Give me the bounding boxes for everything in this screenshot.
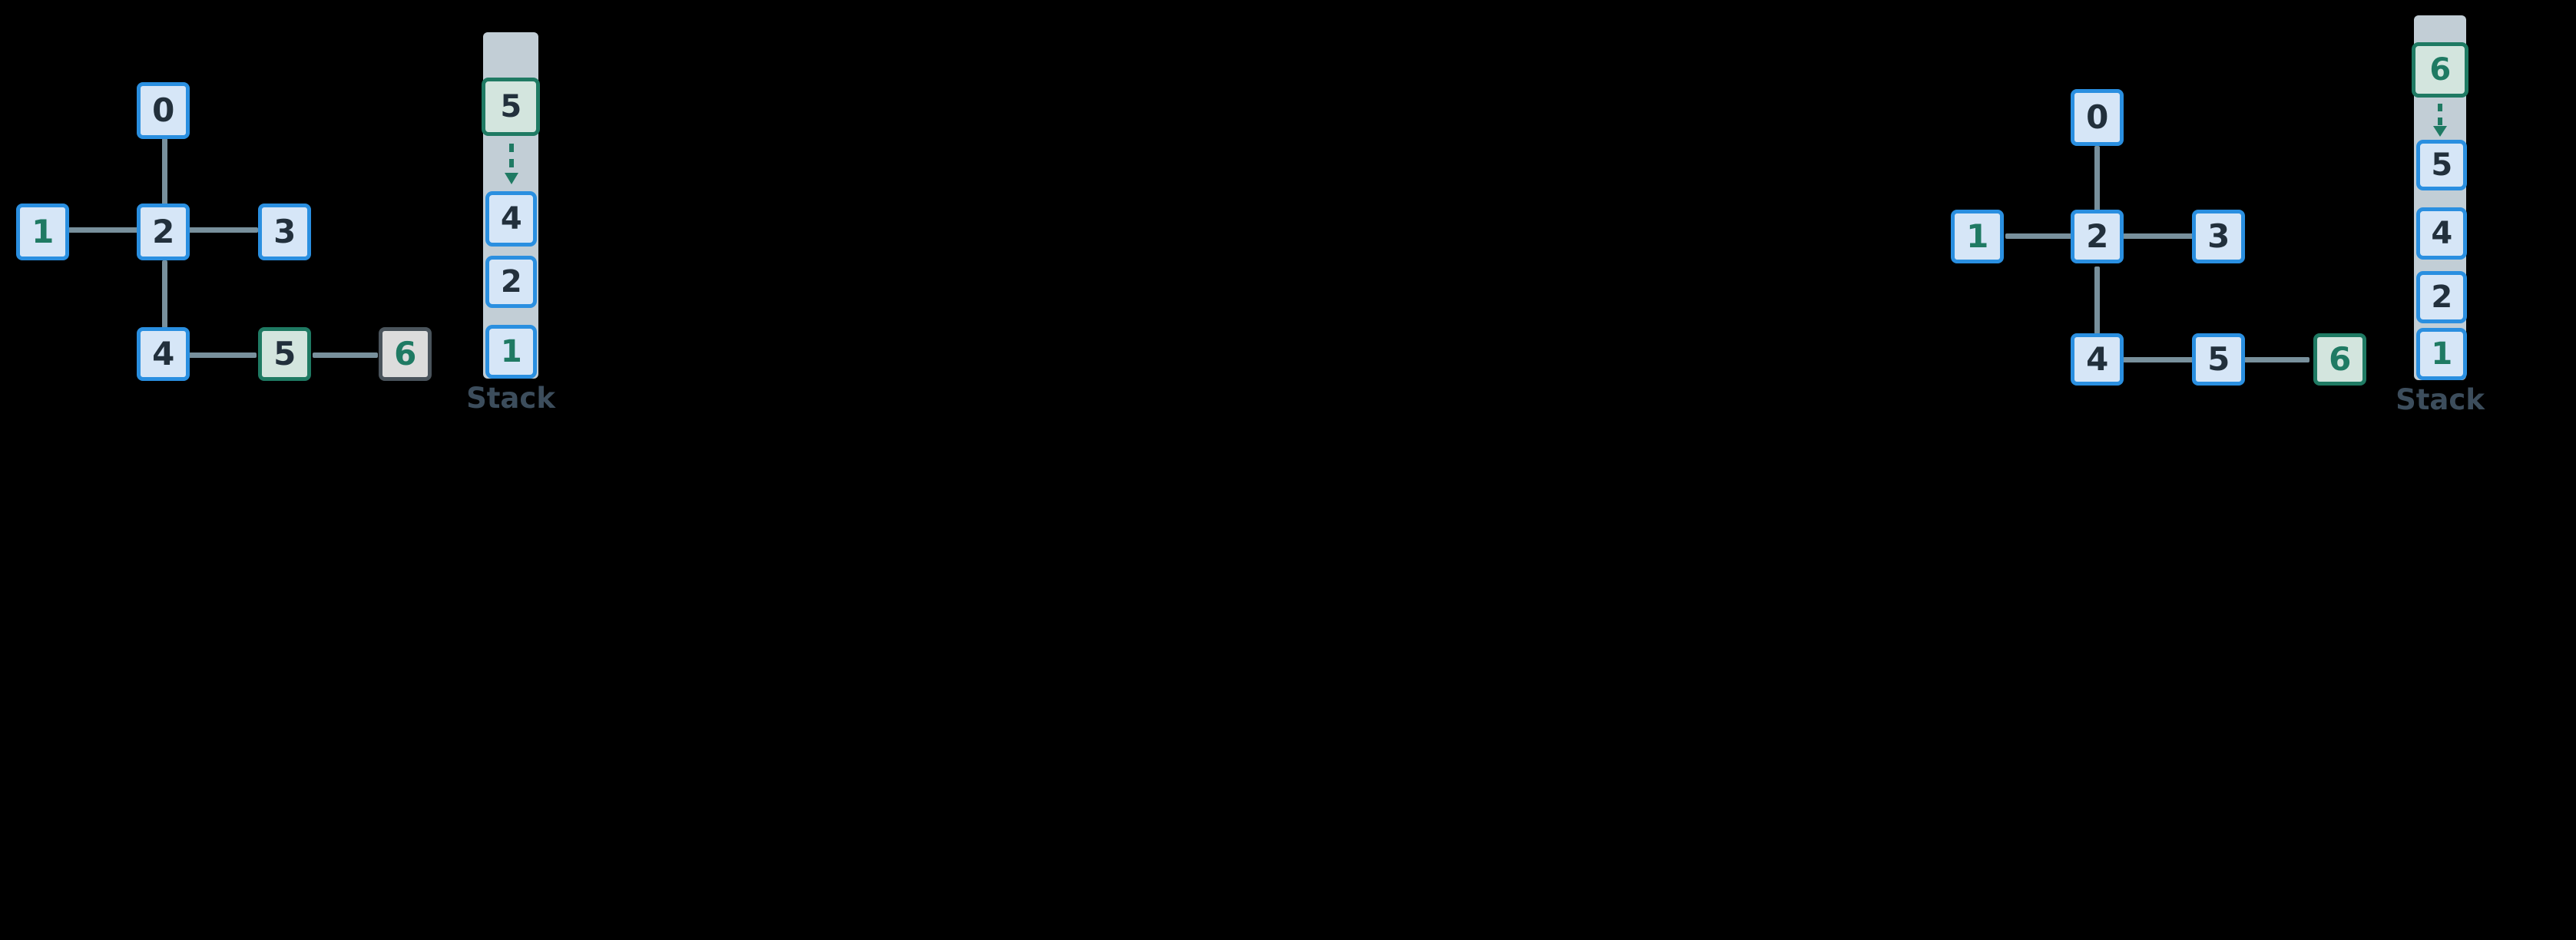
graph-node-label: 2 [152,213,174,250]
dfs-step-panel-left: 0 1 2 3 4 5 6 5 [16,32,555,415]
graph-left: 0 1 2 3 4 5 6 [16,82,432,381]
edge-1-2 [68,227,139,233]
graph-node-label: 1 [1966,217,1988,255]
edge-1-2 [2005,233,2076,239]
edge-5-6 [313,352,378,358]
graph-node-label: 6 [394,335,416,372]
stack-push-arrow-icon [2424,102,2456,139]
graph-node-0[interactable]: 0 [2071,89,2124,146]
graph-node-label: 3 [2207,217,2230,255]
graph-node-label: 5 [2207,340,2230,378]
stack-item[interactable]: 1 [485,325,537,379]
graph-node-label: 2 [2086,217,2108,255]
edge-0-2 [2094,146,2100,229]
graph-node-5[interactable]: 5 [258,327,311,381]
edge-2-3 [2123,233,2195,239]
stack-item-label: 1 [500,334,522,369]
graph-node-label: 0 [152,91,174,129]
edge-2-4 [162,260,167,328]
graph-node-4[interactable]: 4 [137,327,190,381]
graph-node-label: 5 [273,335,296,372]
stack-item-label: 6 [2429,52,2451,88]
graph-node-2[interactable]: 2 [137,204,190,260]
dfs-step-panel-right: 0 1 2 3 4 5 6 6 [1288,0,2576,940]
edge-2-4 [2094,266,2100,334]
stack-item-label: 5 [2431,147,2452,183]
edge-5-6 [2244,357,2309,362]
graph-node-label: 4 [152,335,174,372]
stack-left: 5 4 2 1 Stack [466,32,555,415]
graph-node-label: 6 [2329,340,2351,378]
edge-4-5 [2123,357,2194,362]
stack-item-label: 5 [500,89,521,124]
graph-node-4[interactable]: 4 [2071,333,2124,386]
stack-item[interactable]: 2 [485,256,537,308]
graph-node-label: 3 [273,213,296,250]
graph-node-5[interactable]: 5 [2192,333,2245,386]
edge-0-2 [162,138,167,223]
graph-node-label: 0 [2086,98,2108,136]
stack-item[interactable]: 4 [2416,207,2467,260]
graph-node-label: 1 [31,213,54,250]
stack-pop-arrow-icon [495,142,528,187]
stack-right: 6 5 4 2 1 Stack [1288,0,2576,940]
edge-2-3 [186,227,258,233]
graph-node-label: 4 [2086,340,2108,378]
graph-node-6[interactable]: 6 [379,327,432,381]
stack-label: Stack [466,382,555,415]
graph-node-2[interactable]: 2 [2071,210,2124,263]
stack-item[interactable]: 1 [2416,328,2467,380]
stack-item[interactable]: 5 [2416,140,2467,190]
stack-item[interactable]: 2 [2416,271,2467,323]
stack-moving-item[interactable]: 5 [482,78,540,136]
stack-item-label: 1 [2431,336,2452,372]
stack-item[interactable]: 4 [485,191,537,247]
stack-item-label: 2 [500,264,522,300]
stack-item-label: 4 [500,201,522,237]
graph-node-1[interactable]: 1 [16,204,69,260]
stack-moving-item[interactable]: 6 [2412,42,2468,98]
graph-node-3[interactable]: 3 [258,204,311,260]
graph-right: 0 1 2 3 4 5 6 [1288,0,2576,940]
stack-item-label: 2 [2431,280,2452,315]
graph-node-3[interactable]: 3 [2192,210,2245,263]
graph-node-0[interactable]: 0 [137,82,190,139]
graph-node-1[interactable]: 1 [1951,210,2004,263]
edge-4-5 [186,352,257,358]
stack-label: Stack [2396,383,2485,416]
graph-node-6[interactable]: 6 [2313,333,2366,386]
stack-item-label: 4 [2431,216,2452,251]
